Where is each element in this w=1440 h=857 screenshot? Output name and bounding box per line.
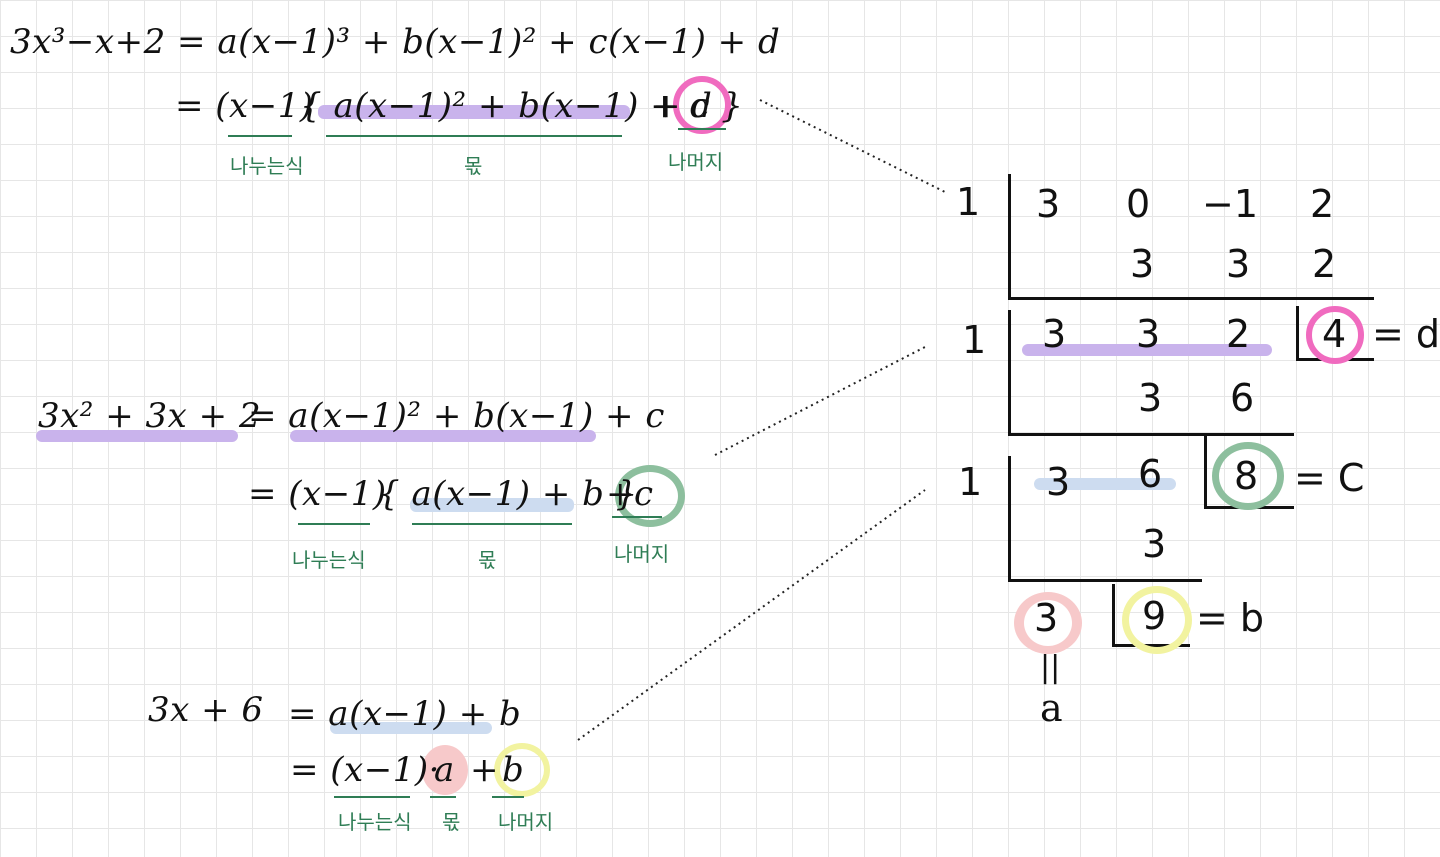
step2-remainder-ring [1306,306,1364,364]
step2-coeff-1: 3 [1136,312,1161,356]
label-divisor-2: 나누는식 [292,548,366,572]
step4-coeff: 3 [1034,596,1059,640]
equation-2-lhs: 3x² + 3x + 2 [38,396,262,436]
equation-line-1: 3x³−x+2 = a(x−1)³ + b(x−1)² + c(x−1) + d [10,22,781,62]
step1-vertical [1008,174,1011,300]
label-remainder-1: 나머지 [668,150,724,174]
step3-remainder: 8 [1234,454,1259,498]
step2-coeff-0: 3 [1042,312,1067,356]
step2-remainder: 4 [1322,312,1347,356]
quotient-highlight-2 [410,498,574,512]
rhs-highlight-2 [290,430,596,442]
step1-horizontal [1008,297,1374,300]
connector-2 [714,346,926,456]
label-divisor-3: 나누는식 [338,810,412,834]
step4-remainder-box-left [1112,584,1115,646]
equation-3-line-2-prefix: = (x−1)· [290,750,440,790]
equation-3-line-2-remainder: b [502,750,525,790]
equation-3-lhs: 3x + 6 [148,690,264,730]
step2-horizontal [1008,433,1294,436]
label-quotient-2: 몫 [478,548,497,572]
equation-line-2-quotient: { a(x−1)² + b(x−1) + c } [300,86,744,126]
step3-product-0: 3 [1142,522,1167,566]
step2-product-1: 6 [1230,376,1255,420]
step2-remainder-box-left [1296,306,1299,360]
step1-product-1: 3 [1226,242,1251,286]
lhs-highlight-2 [36,430,238,442]
label-quotient-1: 몫 [464,154,483,178]
step1-product-0: 3 [1130,242,1155,286]
step1-root: 1 [956,180,981,224]
step4-coeff-inner [1024,600,1072,646]
step3-coeff-1: 6 [1138,452,1163,496]
step3-vertical [1008,456,1011,582]
step2-product-0: 3 [1138,376,1163,420]
remainder-ring-c [615,465,685,527]
equation-3-rhs: = a(x−1) + b [288,694,522,734]
remainder-ring-d [673,76,731,134]
remainder-underline-2 [612,516,662,518]
step4-equal-sign: || [1040,650,1061,685]
equation-2-line-2-quotient: { a(x−1) + b } [378,474,638,514]
divisor-underline-1 [228,135,292,137]
quotient-underline-3 [430,796,456,798]
step2-remainder-label: = d [1372,312,1440,356]
step2-highlight [1022,344,1272,356]
divisor-underline-3 [334,796,410,798]
label-quotient-3: 몫 [442,810,461,834]
equation-line-2-remainder: d [690,86,713,126]
step3-root: 1 [958,460,983,504]
step3-horizontal [1008,579,1202,582]
connector-1 [759,99,946,193]
step4-coeff-label: a [1040,686,1063,730]
quotient-underline-2 [412,523,572,525]
label-remainder-3: 나머지 [498,810,554,834]
step3-coeff-0: 3 [1046,460,1071,504]
step1-coeff-3: 2 [1310,182,1335,226]
equation-line-2-prefix: = (x−1) [175,86,314,126]
step3-remainder-box-left [1204,436,1207,508]
connector-3 [577,489,926,741]
equation-2-line-2-remainder: c [634,474,654,514]
equation-line-2-plus: + [652,86,681,126]
equation-2-line-2-plus: + [606,474,635,514]
quotient-blob-a [422,745,468,795]
remainder-ring-b [494,743,550,797]
step4-remainder-label: = b [1196,596,1265,640]
step4-remainder-ring [1122,586,1192,654]
step1-coeff-0: 3 [1036,182,1061,226]
label-remainder-2: 나머지 [614,542,670,566]
step1-coeff-1: 0 [1126,182,1151,226]
remainder-underline-3 [492,796,524,798]
step3-remainder-ring [1212,442,1284,510]
remainder-underline-1 [678,128,726,130]
equation-3-line-2-plus: + [470,750,499,790]
quotient-highlight-1 [318,105,630,119]
step1-coeff-2: −1 [1202,182,1259,226]
label-divisor-1: 나누는식 [230,154,304,178]
step2-coeff-2: 2 [1226,312,1251,356]
step2-root: 1 [962,318,987,362]
equation-3-line-2-quotient: a [434,750,455,790]
step3-highlight [1034,478,1176,490]
quotient-underline-1 [326,135,622,137]
rhs-highlight-3 [330,722,492,734]
divisor-underline-2 [298,523,370,525]
step4-remainder: 9 [1142,594,1167,638]
equation-2-line-2-prefix: = (x−1) [248,474,387,514]
step1-product-2: 2 [1312,242,1337,286]
equation-2-rhs: = a(x−1)² + b(x−1) + c [248,396,665,436]
step2-vertical [1008,310,1011,436]
step3-remainder-label: = C [1294,456,1365,500]
